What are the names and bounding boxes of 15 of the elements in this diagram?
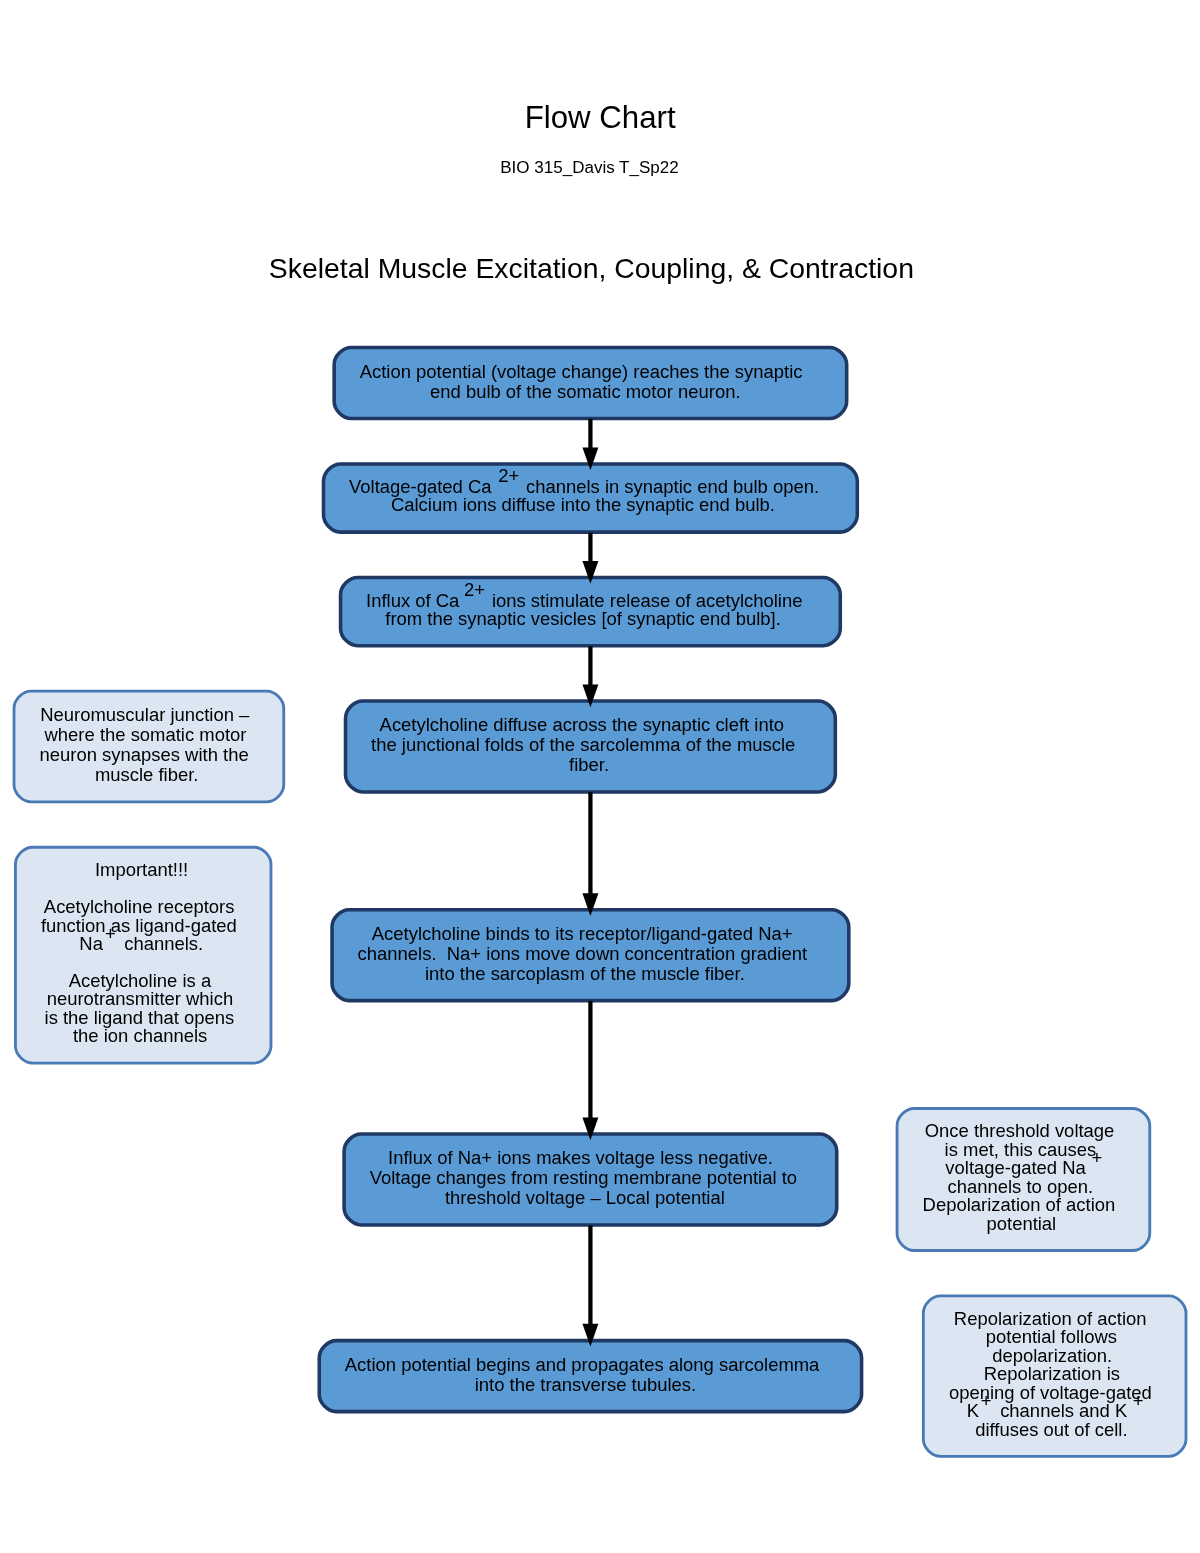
node-box: Neuromuscular junction – where the somatic motor neuron synapses with the muscle fiber. — [12, 689, 286, 803]
node-box: Acetylcholine diffuse across the synaptic cleft into the junctional folds of the sarcolemma of the muscle fiber. — [343, 698, 838, 794]
node-box: Acetylcholine binds to its receptor/ligand-gated Na+ channels. Na+ ions move down concentration gradient into the sarcoplasm of the muscle fiber. — [330, 907, 851, 1002]
node-box: Action potential (voltage change) reaches the synaptic end bulb of the somatic motor neuron. — [332, 345, 849, 420]
label: BIO 315_Davis T_Sp22 — [500, 157, 679, 177]
arrow — [582, 532, 599, 584]
arrow — [582, 791, 599, 916]
arrow — [582, 1224, 599, 1347]
node-box: Influx of Na+ ions makes voltage less negative. Voltage changes from resting membrane potential to threshold voltage – Local potential — [342, 1131, 839, 1227]
node-box: Action potential begins and propagates along sarcolemma into the transverse tubules. — [317, 1338, 864, 1413]
label: Skeletal Muscle Excitation, Coupling, & Contraction — [268, 251, 914, 284]
arrow — [582, 418, 599, 470]
arrow — [582, 645, 599, 707]
arrow — [582, 1000, 599, 1140]
diagram-title: Flow Chart — [524, 99, 676, 135]
